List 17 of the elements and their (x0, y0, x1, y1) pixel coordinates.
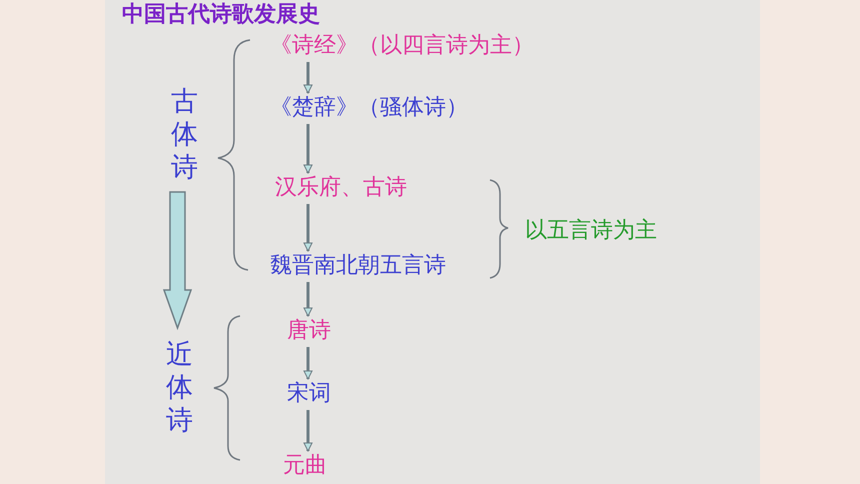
vertical-label: 古体诗 (171, 85, 199, 184)
arrow (304, 62, 312, 94)
stage-text: 唐诗 (287, 317, 331, 345)
arrow (304, 410, 312, 452)
stage-text: 汉乐府、古诗 (275, 174, 407, 202)
vertical-label: 近体诗 (166, 338, 194, 437)
stage-text: 宋词 (287, 380, 331, 408)
stage-text: 元曲 (283, 452, 327, 480)
arrow (304, 204, 312, 252)
note-label: 以五言诗为主 (525, 217, 657, 245)
title: 中国古代诗歌发展史 (122, 1, 320, 29)
arrow (304, 347, 312, 380)
stage-text: 魏晋南北朝五言诗 (270, 252, 446, 280)
arrow (304, 124, 312, 174)
stage-text: 《楚辞》（骚体诗） (270, 94, 468, 122)
stage-text: 《诗经》（以四言诗为主） (270, 32, 534, 60)
arrow (304, 282, 312, 316)
